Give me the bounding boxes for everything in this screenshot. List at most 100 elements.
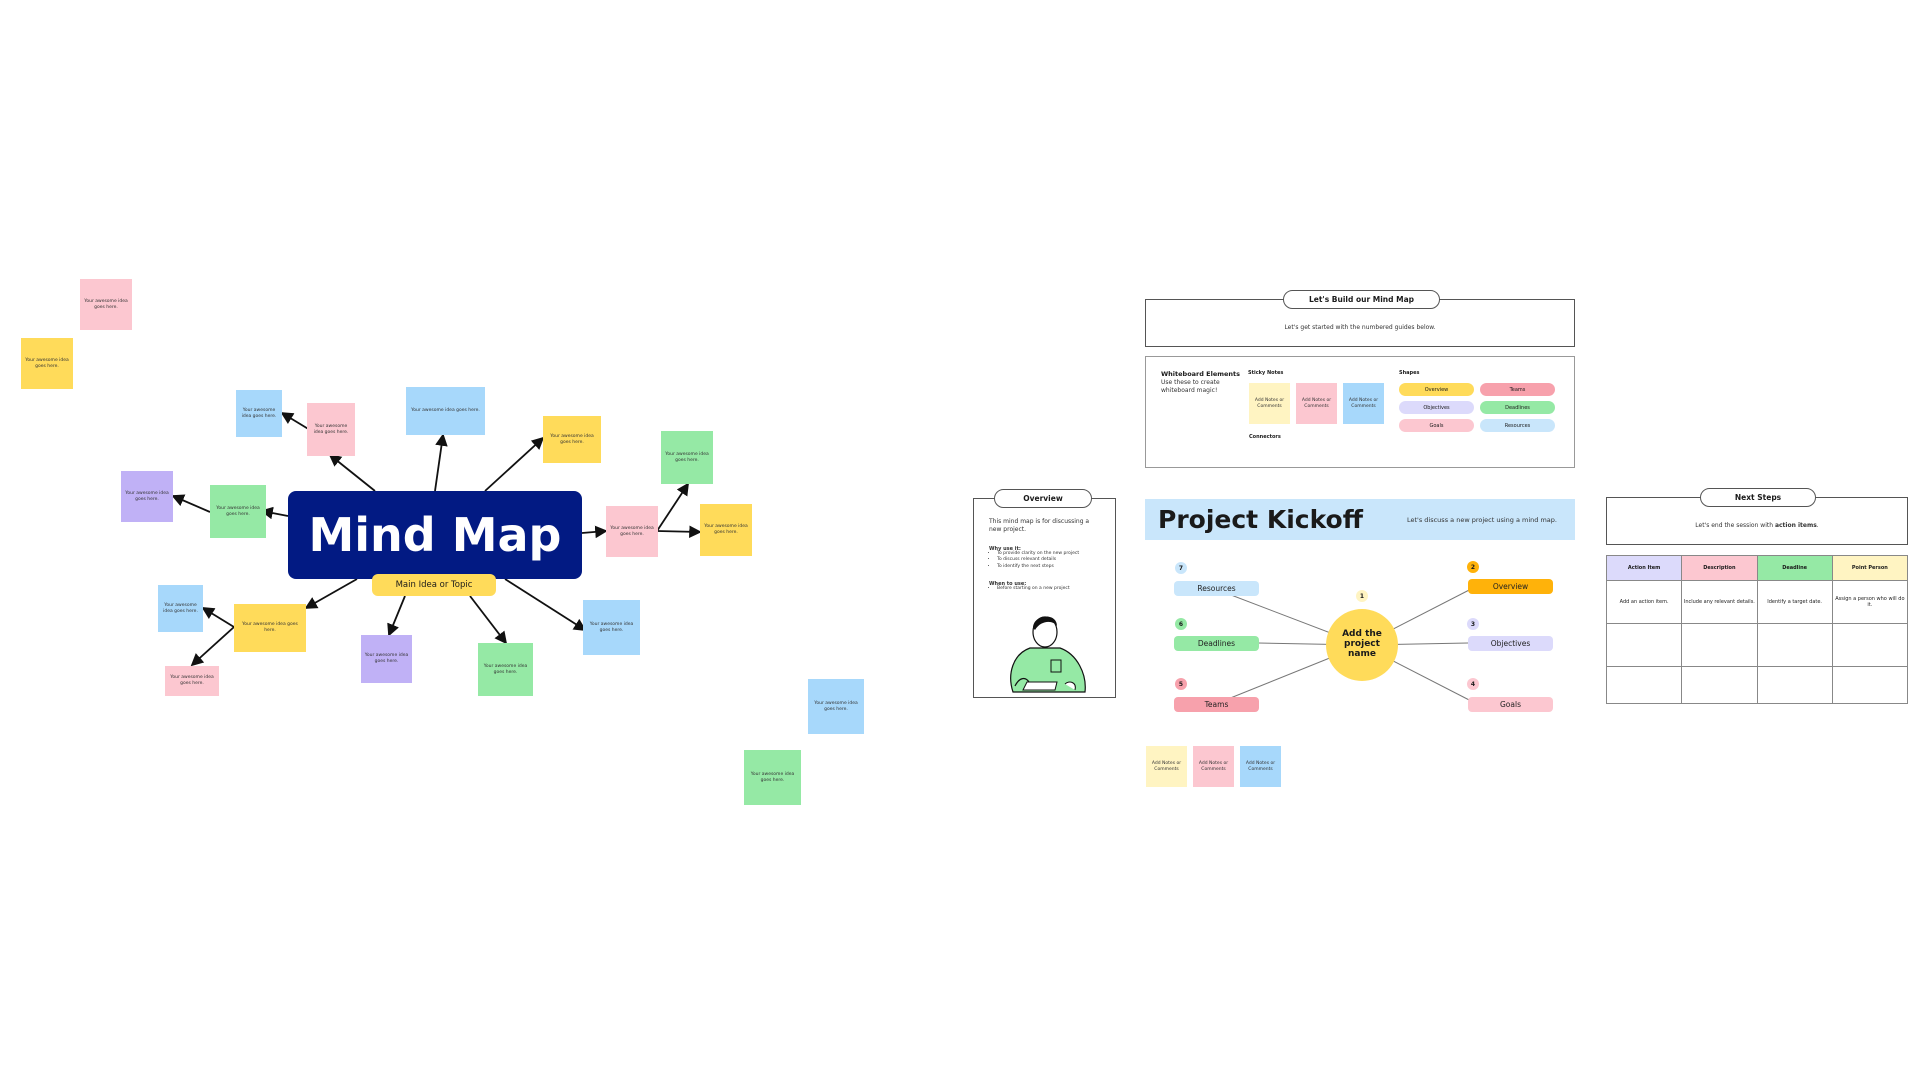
main-idea-label[interactable]: Main Idea or Topic	[372, 574, 496, 596]
node-num: 7	[1175, 562, 1187, 574]
mm-connector	[504, 578, 587, 631]
mm-connector	[656, 525, 702, 539]
sticky-note[interactable]: Your awesome idea goes here.	[543, 416, 601, 463]
sticky-note[interactable]: Your awesome idea goes here.	[80, 279, 132, 330]
when-list: Before starting on a new project	[989, 586, 1107, 591]
node-teams[interactable]: Teams	[1174, 697, 1259, 712]
sticky-notes-label: Sticky Notes	[1248, 370, 1284, 376]
sticky-note[interactable]: Your awesome idea goes here.	[210, 485, 266, 538]
overview-intro: This mind map is for discussing a new pr…	[989, 518, 1090, 534]
action-items-table: Action Item Description Deadline Point P…	[1605, 555, 1909, 704]
connectors-label: Connectors	[1249, 434, 1281, 440]
node-goals[interactable]: Goals	[1468, 697, 1553, 712]
col-point-person: Point Person	[1831, 555, 1909, 581]
mm-connector	[484, 436, 545, 492]
table-row	[1605, 623, 1909, 667]
table-cell[interactable]	[1605, 623, 1683, 667]
mm-connector	[280, 412, 311, 431]
mm-connector	[581, 525, 608, 539]
sample-sticky-pink[interactable]: Add Notes or Comments	[1296, 383, 1337, 424]
mm-connector	[656, 482, 689, 532]
mm-connector	[469, 595, 508, 645]
kickoff-subtitle: Let's discuss a new project using a mind…	[1407, 516, 1557, 524]
table-cell[interactable]: Identify a target date.	[1756, 580, 1833, 624]
shape-overview[interactable]: Overview	[1399, 383, 1474, 396]
kickoff-sticky-pink[interactable]: Add Notes or Comments	[1193, 746, 1234, 787]
next-steps-title: Next Steps	[1700, 488, 1816, 507]
table-cell[interactable]	[1756, 623, 1833, 667]
table-cell[interactable]: Add an action item.	[1605, 580, 1683, 624]
sticky-note[interactable]: Your awesome idea goes here.	[478, 643, 533, 696]
kickoff-center[interactable]: Add the project name	[1326, 609, 1398, 681]
shape-objectives[interactable]: Objectives	[1399, 401, 1474, 414]
mind-map-title[interactable]: Mind Map	[288, 491, 582, 579]
shape-goals[interactable]: Goals	[1399, 419, 1474, 432]
table-cell[interactable]: Include any relevant details.	[1681, 580, 1758, 624]
mm-connector	[434, 433, 448, 492]
node-objectives[interactable]: Objectives	[1468, 636, 1553, 651]
node-num: 6	[1175, 618, 1187, 630]
node-deadlines[interactable]: Deadlines	[1174, 636, 1259, 651]
sticky-note[interactable]: Your awesome idea goes here.	[361, 635, 412, 683]
sticky-note[interactable]: Your awesome idea goes here.	[808, 679, 864, 734]
why-item: To discuss relevant details	[997, 557, 1107, 563]
why-list: To provide clarity on the new project To…	[989, 551, 1107, 570]
table-cell[interactable]: Assign a person who will do it.	[1831, 580, 1909, 624]
node-resources[interactable]: Resources	[1174, 581, 1259, 596]
why-title: Why use it:	[989, 546, 1021, 552]
table-cell[interactable]	[1681, 666, 1758, 704]
shape-resources[interactable]: Resources	[1480, 419, 1555, 432]
sticky-note[interactable]: Your awesome idea goes here.	[21, 338, 73, 389]
table-cell[interactable]	[1831, 623, 1909, 667]
elements-desc: Use these to create whiteboard magic!	[1161, 379, 1220, 395]
kickoff-title: Project Kickoff	[1158, 505, 1363, 534]
sticky-note[interactable]: Your awesome idea goes here.	[236, 390, 282, 437]
mm-connector	[190, 626, 235, 667]
next-steps-subtitle: Let's end the session with action items.	[1695, 522, 1819, 529]
sticky-note[interactable]: Your awesome idea goes here.	[700, 504, 752, 556]
node-num: 2	[1467, 561, 1479, 573]
table-cell[interactable]	[1756, 666, 1833, 704]
table-cell[interactable]	[1605, 666, 1683, 704]
shapes-label: Shapes	[1399, 370, 1420, 376]
node-overview[interactable]: Overview	[1468, 579, 1553, 594]
table-row: Add an action item. Include any relevant…	[1605, 580, 1909, 624]
mm-connector	[387, 595, 406, 637]
node-num: 5	[1175, 678, 1187, 690]
elements-title: Whiteboard Elements	[1161, 370, 1241, 378]
sticky-note[interactable]: Your awesome idea goes here.	[307, 403, 355, 456]
shape-deadlines[interactable]: Deadlines	[1480, 401, 1555, 414]
col-description: Description	[1681, 555, 1758, 581]
col-action-item: Action Item	[1605, 555, 1683, 581]
sample-sticky-yellow[interactable]: Add Notes or Comments	[1249, 383, 1290, 424]
mm-connector	[201, 607, 235, 628]
mm-connector	[171, 494, 211, 513]
shape-teams[interactable]: Teams	[1480, 383, 1555, 396]
sticky-note[interactable]: Your awesome idea goes here.	[234, 604, 306, 652]
sticky-note[interactable]: Your awesome idea goes here.	[121, 471, 173, 522]
why-item: To provide clarity on the new project	[997, 551, 1107, 557]
sticky-note[interactable]: Your awesome idea goes here.	[606, 506, 658, 557]
build-title: Let's Build our Mind Map	[1283, 290, 1440, 309]
mm-connector	[304, 578, 358, 609]
sticky-note[interactable]: Your awesome idea goes here.	[406, 387, 485, 435]
node-num: 3	[1467, 618, 1479, 630]
kickoff-sticky-blue[interactable]: Add Notes or Comments	[1240, 746, 1281, 787]
why-item: To identify the next steps	[997, 564, 1107, 570]
when-title: When to use:	[989, 581, 1027, 587]
sticky-note[interactable]: Your awesome idea goes here.	[744, 750, 801, 805]
table-cell[interactable]	[1681, 623, 1758, 667]
kickoff-banner	[1145, 499, 1575, 540]
sticky-note[interactable]: Your awesome idea goes here.	[583, 600, 640, 655]
table-cell[interactable]	[1831, 666, 1909, 704]
mm-connector	[328, 453, 376, 492]
col-deadline: Deadline	[1756, 555, 1833, 581]
sample-sticky-blue[interactable]: Add Notes or Comments	[1343, 383, 1384, 424]
kickoff-sticky-yellow[interactable]: Add Notes or Comments	[1146, 746, 1187, 787]
table-row	[1605, 666, 1909, 704]
sticky-note[interactable]: Your awesome idea goes here.	[661, 431, 713, 484]
sticky-note[interactable]: Your awesome idea goes here.	[158, 585, 203, 632]
node-num: 4	[1467, 678, 1479, 690]
sticky-note[interactable]: Your awesome idea goes here.	[165, 666, 219, 696]
node-num: 1	[1356, 590, 1368, 602]
